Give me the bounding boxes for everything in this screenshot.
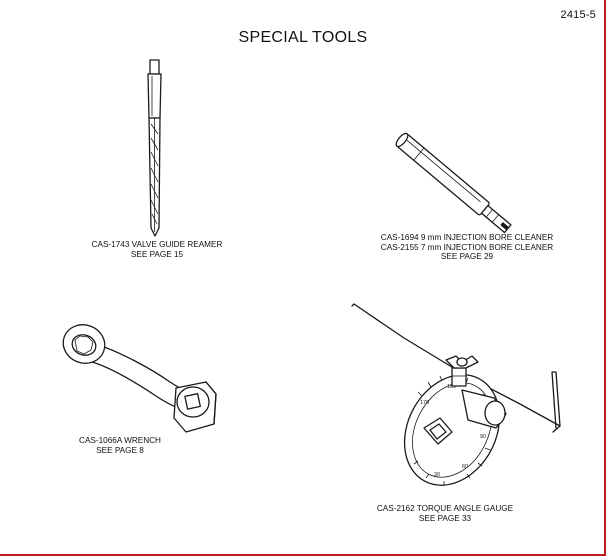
reamer-illustration xyxy=(147,59,162,237)
dial-mark: 180 xyxy=(447,384,456,390)
wrench-caption-line: CAS-1066A WRENCH xyxy=(79,436,161,445)
torque-gauge-illustration: 170 180 120 90 60 30 xyxy=(351,303,561,486)
page-number: 2415-5 xyxy=(560,9,596,21)
dial-mark: 90 xyxy=(480,434,486,440)
torque-gauge-caption: CAS-2162 TORQUE ANGLE GAUGE SEE PAGE 33 xyxy=(372,504,518,523)
bore-cleaner-caption-line: SEE PAGE 29 xyxy=(440,252,494,261)
bore-cleaner-caption: CAS-1694 9 mm INJECTION BORE CLEANER CAS… xyxy=(358,233,576,262)
torque-gauge-caption-line: SEE PAGE 33 xyxy=(418,513,472,523)
dial-mark: 170 xyxy=(420,400,429,406)
wrench-caption: CAS-1066A WRENCH SEE PAGE 8 xyxy=(60,436,180,455)
reamer-caption-line: SEE PAGE 15 xyxy=(130,249,184,259)
bore-cleaner-illustration xyxy=(395,132,512,234)
dial-mark: 60 xyxy=(462,464,468,470)
reamer-caption: CAS-1743 VALVE GUIDE REAMER SEE PAGE 15 xyxy=(72,240,242,259)
wrench-caption-line: SEE PAGE 8 xyxy=(96,445,144,455)
torque-gauge-caption-line: CAS-2162 TORQUE ANGLE GAUGE xyxy=(376,504,514,513)
page-title: SPECIAL TOOLS xyxy=(238,29,368,46)
reamer-caption-line: CAS-1743 VALVE GUIDE REAMER xyxy=(91,240,223,249)
bore-cleaner-caption-line: CAS-1694 9 mm INJECTION BORE CLEANER xyxy=(380,233,554,242)
bore-cleaner-caption-line: CAS-2155 7 mm INJECTION BORE CLEANER xyxy=(380,242,554,252)
dial-mark: 30 xyxy=(434,472,440,478)
wrench-illustration xyxy=(62,324,217,433)
